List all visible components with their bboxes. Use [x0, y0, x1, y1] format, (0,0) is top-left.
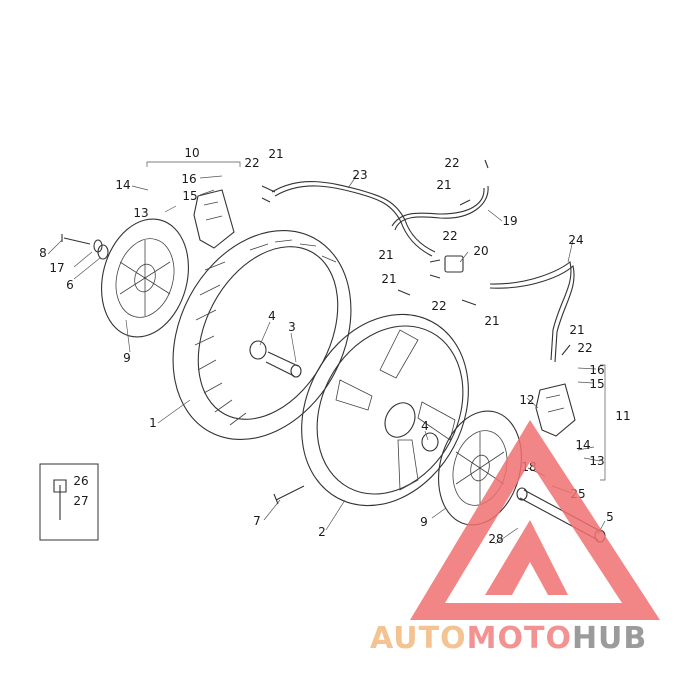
callout-22a: 22: [244, 156, 259, 170]
watermark-hub: HUB: [572, 621, 647, 656]
callout-13b: 13: [589, 454, 604, 468]
callout-5: 5: [606, 510, 614, 524]
callout-14b: 14: [575, 438, 590, 452]
callout-21c: 21: [378, 248, 393, 262]
callout-21e: 21: [484, 314, 499, 328]
callouts: 1 2 3 4 4 5 6 7 8 9 9 10 11 12 13 13 14 …: [39, 146, 630, 546]
bracket-10: [146, 161, 241, 167]
caliper-right: [535, 383, 576, 437]
callout-3: 3: [288, 320, 296, 334]
callout-10: 10: [184, 146, 199, 160]
callout-17: 17: [49, 261, 64, 275]
bearing-right: [421, 432, 439, 452]
callout-2: 2: [318, 525, 326, 539]
watermark-moto: MOTO: [467, 621, 572, 656]
callout-15b: 15: [589, 377, 604, 391]
callout-14a: 14: [115, 178, 130, 192]
watermark-logo: AUTOMOTOHUB: [370, 420, 660, 656]
brake-line-24: [489, 261, 572, 361]
callout-13a: 13: [133, 206, 148, 220]
callout-22d: 22: [431, 299, 446, 313]
callout-1: 1: [149, 416, 157, 430]
callout-12: 12: [519, 393, 534, 407]
callout-23: 23: [352, 168, 367, 182]
caliper-left: [193, 189, 235, 249]
bracket-11: [600, 364, 606, 481]
callout-21d: 21: [381, 272, 396, 286]
callout-4a: 4: [268, 309, 276, 323]
callout-9b: 9: [420, 515, 428, 529]
callout-21f: 21: [569, 323, 584, 337]
callout-20: 20: [473, 244, 488, 258]
brake-junction: [444, 255, 464, 273]
callout-16b: 16: [589, 363, 604, 377]
callout-22c: 22: [442, 229, 457, 243]
callout-26: 26: [73, 474, 88, 488]
callout-7: 7: [253, 514, 261, 528]
leader-lines: [47, 174, 606, 545]
bolt-7: [273, 485, 305, 505]
callout-22b: 22: [444, 156, 459, 170]
spacer-tube: [265, 351, 299, 377]
callout-15a: 15: [182, 189, 197, 203]
callout-28: 28: [488, 532, 503, 546]
inset-box: [39, 463, 99, 541]
svg-text:AUTOMOTOHUB: AUTOMOTOHUB: [370, 621, 647, 656]
callout-21b: 21: [436, 178, 451, 192]
callout-11: 11: [615, 409, 630, 423]
wheel-rim: [301, 313, 469, 507]
callout-16a: 16: [181, 172, 196, 186]
callout-24: 24: [568, 233, 583, 247]
callout-27: 27: [73, 494, 88, 508]
callout-22e: 22: [577, 341, 592, 355]
callout-6: 6: [66, 278, 74, 292]
tire: [172, 229, 352, 441]
callout-21a: 21: [268, 147, 283, 161]
callout-19: 19: [502, 214, 517, 228]
brake-disc-left: [101, 218, 189, 338]
callout-8: 8: [39, 246, 47, 260]
brake-line-19: [394, 185, 489, 231]
callout-4b: 4: [421, 419, 429, 433]
watermark-auto: AUTO: [370, 621, 467, 656]
bolt-8: [61, 234, 91, 245]
callout-9a: 9: [123, 351, 131, 365]
bearing-left: [249, 340, 267, 360]
brake-line-23: [271, 181, 436, 253]
